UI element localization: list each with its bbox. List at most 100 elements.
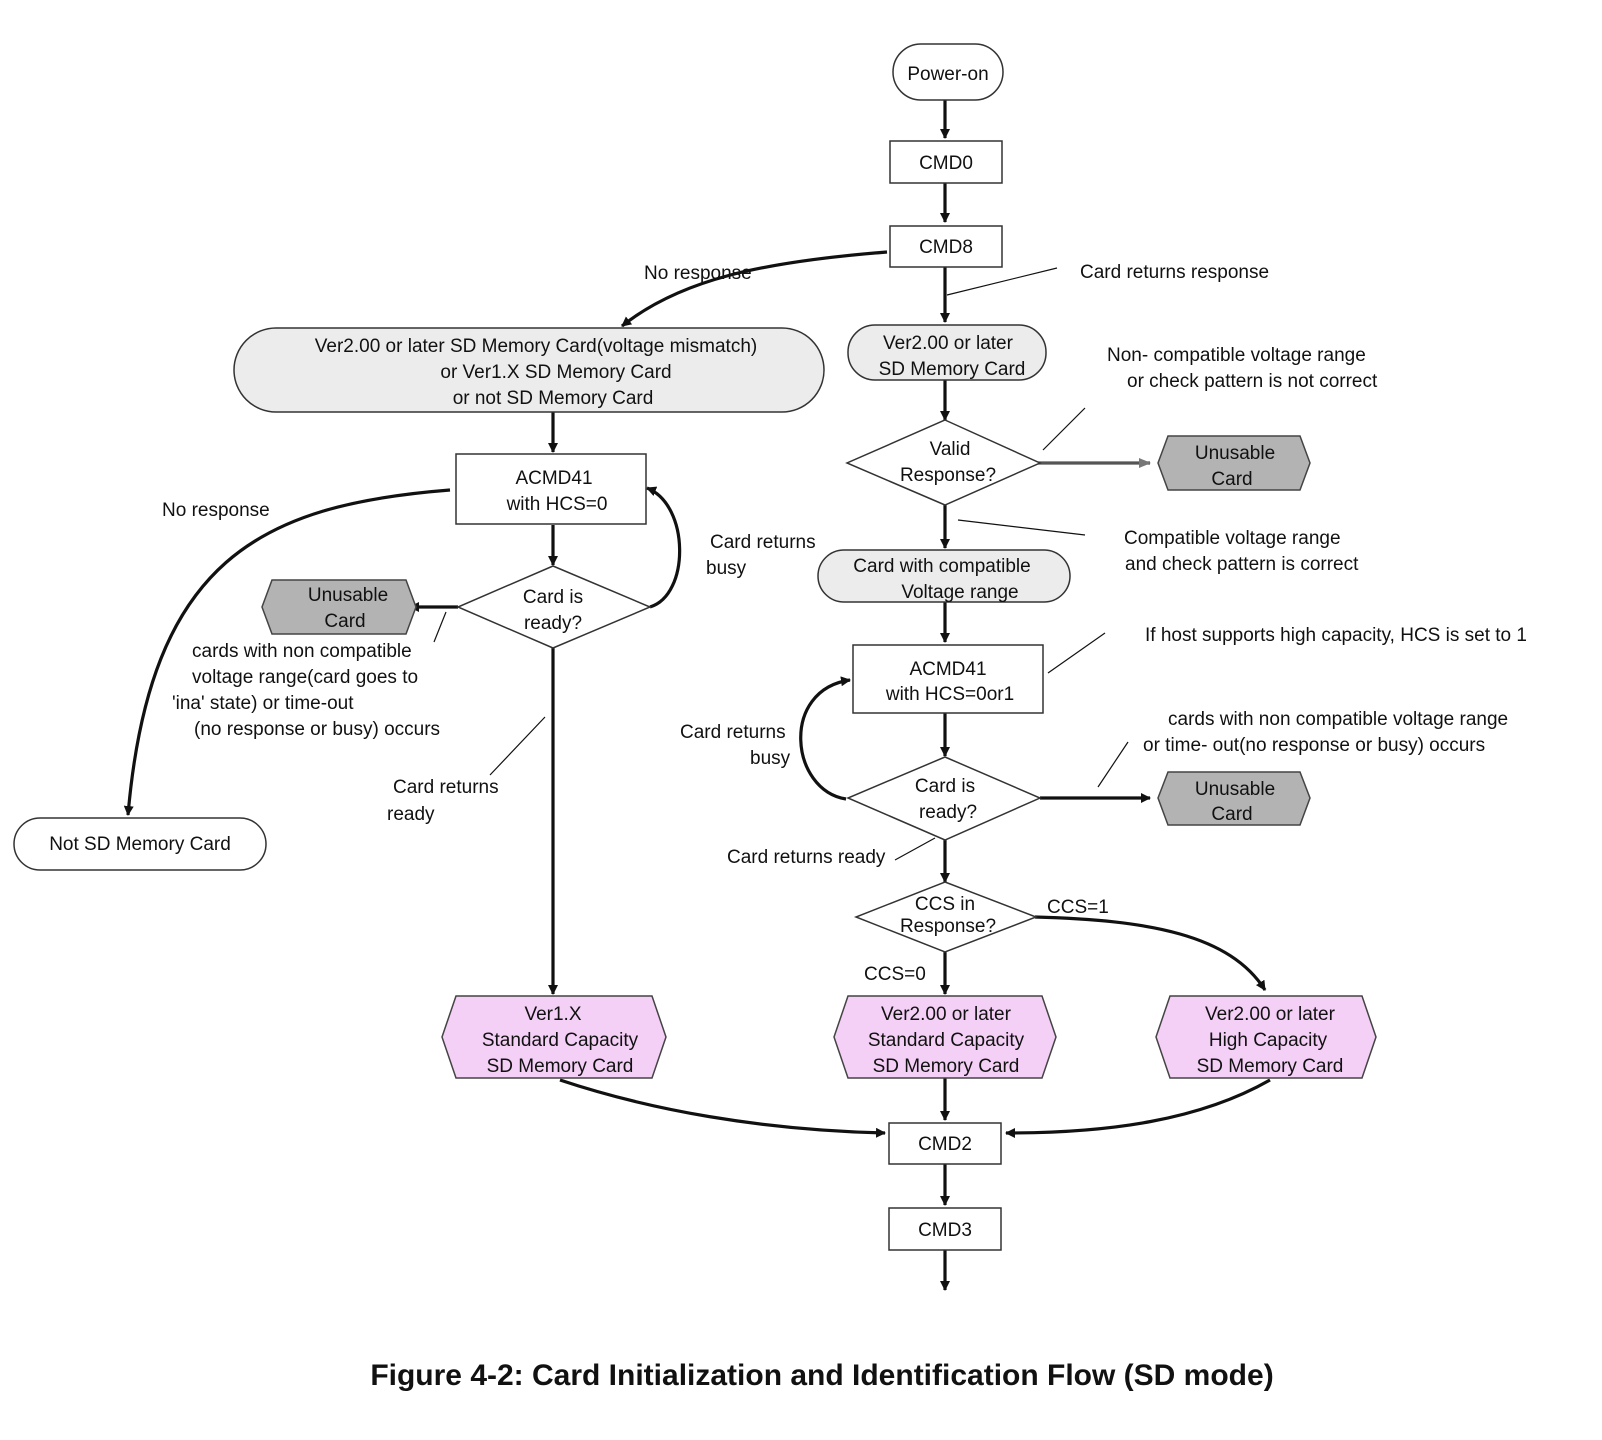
leader-lines [433,267,1129,861]
ver2-high-line3: SD Memory Card [1197,1056,1344,1077]
label-noncompat-left-1: cards with non compatible [192,641,412,662]
label-busy-left-1: Card returns [710,532,816,553]
unusable-card-mid: Unusable Card [1157,771,1311,826]
label-compat-correct-2: and check pattern is correct [1125,554,1359,575]
acmd41-right-line1: ACMD41 [909,659,986,680]
label-noncompat-left-2: voltage range(card goes to [192,667,418,688]
ver2-std-line1: Ver2.00 or later [881,1004,1012,1025]
not-sd-card-node: Not SD Memory Card [13,817,267,871]
unusable-mid-line1: Unusable [1195,779,1275,800]
unusable-card-top: Unusable Card [1157,435,1311,491]
unusable-mid-line2: Card [1211,804,1252,825]
ver2-card-line1: Ver2.00 or later [883,333,1014,354]
label-ready-right: Card returns ready [727,847,886,868]
arrow-ccs1-high [1034,915,1267,991]
label-noncompat-left-3: 'ina' state) or time-out [172,693,354,714]
leader-noncompat-right [1097,741,1129,788]
leader-hcs-note [1047,632,1106,674]
card-ready-right-line1: Card is [915,776,975,797]
ver1x-line3: SD Memory Card [487,1056,634,1077]
left-card-line2: or Ver1.X SD Memory Card [440,362,671,383]
figure-caption: Figure 4-2: Card Initialization and Iden… [370,1359,1273,1392]
acmd41-left-line2: with HCS=0 [506,494,608,515]
label-ccs1: CCS=1 [1047,897,1109,918]
arrow-busy-loop-left [646,486,682,609]
power-on-node: Power-on [892,43,1004,101]
cmd3-text: CMD3 [918,1220,972,1241]
ver1x-line1: Ver1.X [524,1004,581,1025]
label-ready-left-2: ready [387,804,435,825]
cmd8-text: CMD8 [919,237,973,258]
leader-card-returns-response [946,267,1058,296]
valid-response-line1: Valid [930,439,971,460]
cmd2-node: CMD2 [888,1122,1002,1165]
label-busy-left-2: busy [706,558,747,579]
ccs-line1: CCS in [915,894,975,915]
leader-noncompat-top [1042,407,1086,451]
ver2-std-line3: SD Memory Card [873,1056,1020,1077]
cmd2-text: CMD2 [918,1134,972,1155]
leader-compat-correct [957,519,1086,536]
ver1x-line2: Standard Capacity [482,1030,639,1051]
label-noncompat-top-2: or check pattern is not correct [1127,371,1378,392]
leader-ready-left [489,716,546,776]
acmd41-right-line2: with HCS=0or1 [885,684,1014,705]
label-busy-right-2: busy [750,748,791,769]
label-noncompat-right-1: cards with non compatible voltage range [1168,709,1508,730]
power-on-text: Power-on [907,64,988,85]
unusable-left-line2: Card [324,611,365,632]
leader-noncompat-left [433,611,447,643]
card-ready-right-decision: Card is ready? [846,756,1042,841]
valid-response-line2: Response? [900,465,996,486]
label-noncompat-right-2: or time- out(no response or busy) occurs [1143,735,1485,756]
acmd41-left-line1: ACMD41 [515,468,592,489]
ver2-card-node: Ver2.00 or later SD Memory Card [847,324,1047,381]
card-ready-left-line2: ready? [524,613,582,634]
cmd0-node: CMD0 [889,140,1003,184]
valid-response-decision: Valid Response? [845,419,1042,506]
cmd0-text: CMD0 [919,153,973,174]
ver2-standard-card: Ver2.00 or later Standard Capacity SD Me… [833,995,1057,1079]
arrow-busy-loop-right [799,676,851,801]
compatible-line1: Card with compatible [853,556,1030,577]
cmd3-node: CMD3 [888,1207,1002,1251]
ccs-line2: Response? [900,916,996,937]
unusable-top-line2: Card [1211,469,1252,490]
ccs-response-decision: CCS in Response? [853,881,1039,953]
ver2-high-line1: Ver2.00 or later [1205,1004,1336,1025]
label-noncompat-left-4: (no response or busy) occurs [194,719,440,740]
arrow-high-cmd2 [1005,1078,1271,1138]
left-card-node: Ver2.00 or later SD Memory Card(voltage … [233,327,825,413]
arrow-ver1-cmd2 [559,1078,886,1138]
ver2-high-line2: High Capacity [1209,1030,1328,1051]
label-hcs-note: If host supports high capacity, HCS is s… [1145,625,1527,646]
acmd41-right-node: ACMD41 with HCS=0or1 [852,644,1044,714]
arrow-cmd8-left-card [621,250,888,328]
card-ready-left-decision: Card is ready? [456,565,652,649]
ver2-card-line2: SD Memory Card [879,359,1026,380]
compatible-line2: Voltage range [901,582,1018,603]
annotations: No response Card returns response Non- c… [162,262,1527,985]
unusable-card-left: Unusable Card [261,579,417,635]
label-ccs0: CCS=0 [864,964,926,985]
label-compat-correct-1: Compatible voltage range [1124,528,1341,549]
acmd41-left-node: ACMD41 with HCS=0 [455,453,647,525]
ver1x-standard-card: Ver1.X Standard Capacity SD Memory Card [441,995,667,1079]
label-no-response-left: No response [162,500,270,521]
label-ready-left-1: Card returns [393,777,499,798]
not-sd-card-text: Not SD Memory Card [49,834,231,855]
connectors [123,100,1271,1291]
arrow-acmd41-notsd [123,488,451,816]
unusable-top-line1: Unusable [1195,443,1275,464]
label-busy-right-1: Card returns [680,722,786,743]
compatible-card-node: Card with compatible Voltage range [817,549,1071,603]
unusable-left-line1: Unusable [308,585,388,606]
ver2-std-line2: Standard Capacity [868,1030,1025,1051]
label-no-response-top: No response [644,263,752,284]
left-card-line1: Ver2.00 or later SD Memory Card(voltage … [315,336,757,357]
left-card-line3: or not SD Memory Card [453,388,654,409]
card-ready-right-line2: ready? [919,802,977,823]
label-noncompat-top-1: Non- compatible voltage range [1107,345,1366,366]
cmd8-node: CMD8 [889,225,1003,268]
